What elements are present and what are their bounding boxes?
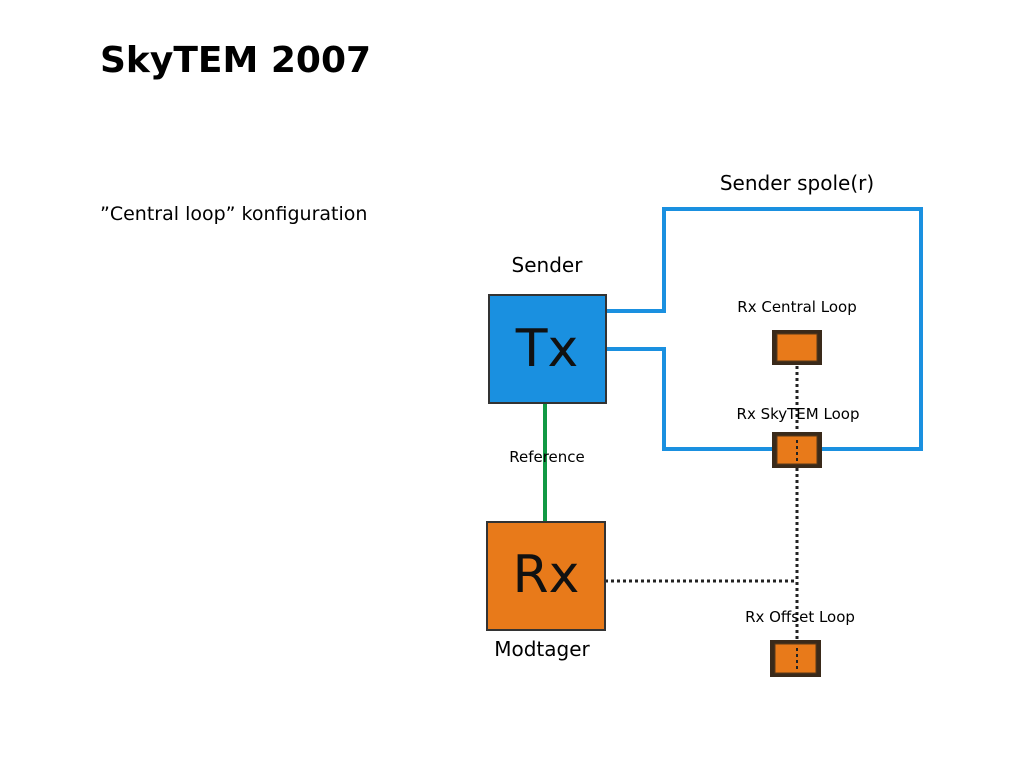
tx-box bbox=[488, 294, 607, 404]
slide-title: SkyTEM 2007 bbox=[100, 40, 372, 81]
sender-coil-label: Sender spole(r) bbox=[719, 171, 875, 195]
rx-central-loop-label: Rx Central Loop bbox=[737, 298, 857, 316]
sender-coil-loop bbox=[605, 207, 923, 451]
receiver-label: Modtager bbox=[494, 637, 590, 661]
rx-box bbox=[486, 521, 606, 631]
slide-subtitle: ”Central loop” konfiguration bbox=[100, 203, 368, 225]
rx-box-label: Rx bbox=[513, 545, 580, 605]
sender-label: Sender bbox=[511, 253, 583, 277]
tx-box-label: Tx bbox=[515, 319, 579, 379]
rx-skytem-loop-label: Rx SkyTEM Loop bbox=[736, 405, 860, 423]
rx-offset-loop-label: Rx Offset Loop bbox=[745, 608, 855, 626]
reference-label: Reference bbox=[509, 448, 585, 466]
